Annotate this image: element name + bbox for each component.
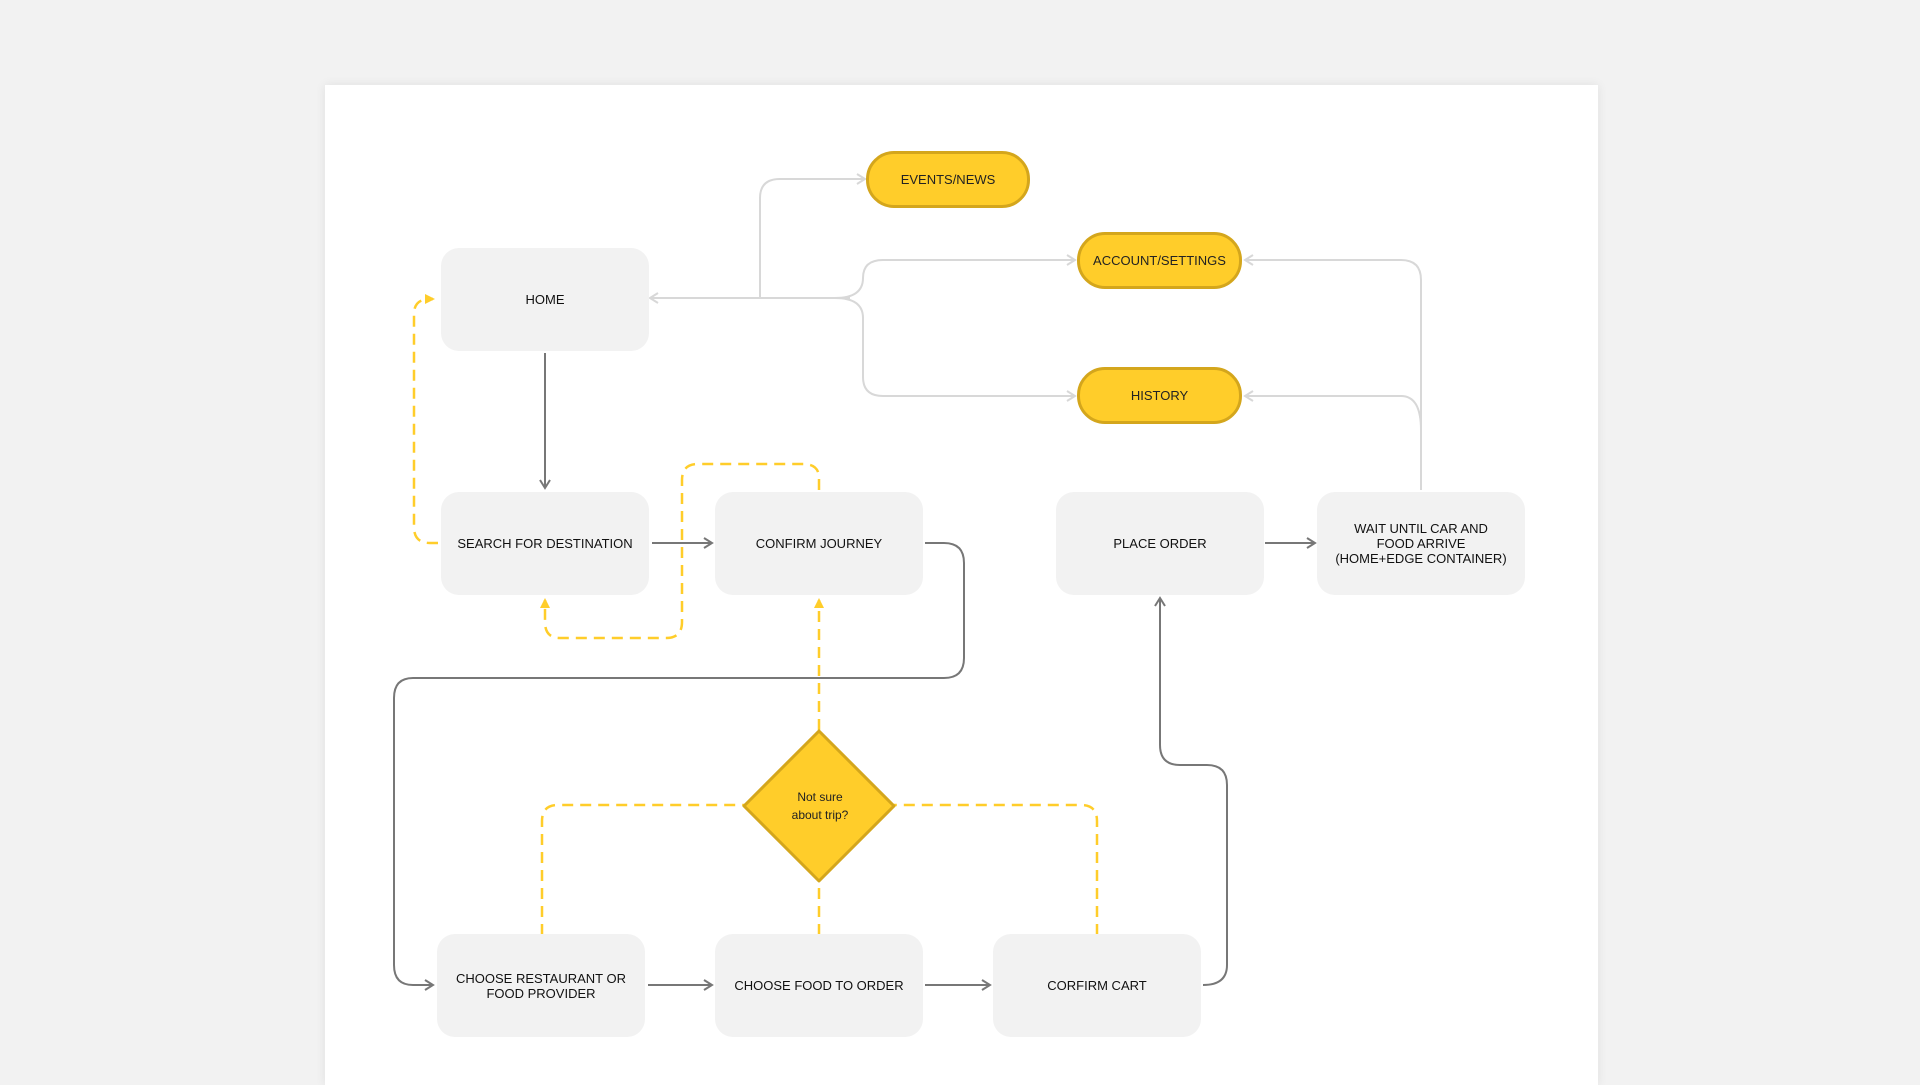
link-wait-history [1243,390,1422,431]
decision-label-text: Not sure about trip? [791,790,849,822]
decision-diamond [742,729,896,883]
link-home-history [834,297,1077,402]
node-confirm-cart-label: CORFIRM CART [1047,978,1147,993]
pill-account-settings: ACCOUNT/SETTINGS [1077,232,1242,289]
link-confirm-restaurant [393,542,965,991]
node-confirm-journey: CONFIRM JOURNEY [715,492,923,595]
link-wait-account [1243,254,1422,490]
pill-history: HISTORY [1077,367,1242,424]
node-choose-restaurant-label: CHOOSE RESTAURANT OR FOOD PROVIDER [456,970,626,1001]
node-choose-food-label: CHOOSE FOOD TO ORDER [734,978,904,993]
node-search-destination: SEARCH FOR DESTINATION [441,492,649,595]
node-choose-food: CHOOSE FOOD TO ORDER [715,934,923,1037]
link-cart-decision [893,803,1099,935]
pill-events-news: EVENTS/NEWS [866,151,1030,208]
link-home-events [759,173,867,298]
node-confirm-journey-label: CONFIRM JOURNEY [755,536,883,551]
link-restaurant-decision [540,803,745,935]
node-confirm-cart: CORFIRM CART [993,934,1201,1037]
node-place-order-label: PLACE ORDER [1113,536,1207,551]
node-wait-car-food-label: WAIT UNTIL CAR AND FOOD ARRIVE (HOME+EDG… [1335,521,1507,566]
node-search-destination-label: SEARCH FOR DESTINATION [457,536,633,551]
link-search-home-back [412,294,438,545]
pill-events-news-label: EVENTS/NEWS [900,172,996,187]
link-confirm-search-back [540,462,821,640]
pill-account-settings-label: ACCOUNT/SETTINGS [1093,253,1226,268]
decision-label: Not sure about trip? [760,786,880,826]
node-wait-car-food: WAIT UNTIL CAR AND FOOD ARRIVE (HOME+EDG… [1317,492,1525,595]
node-choose-restaurant: CHOOSE RESTAURANT OR FOOD PROVIDER [437,934,645,1037]
node-home-label: HOME [525,292,565,307]
node-home: HOME [441,248,649,351]
link-home-account [834,254,1077,299]
pill-history-label: HISTORY [1130,388,1189,403]
node-place-order: PLACE ORDER [1056,492,1264,595]
link-cart-place [1154,596,1228,986]
